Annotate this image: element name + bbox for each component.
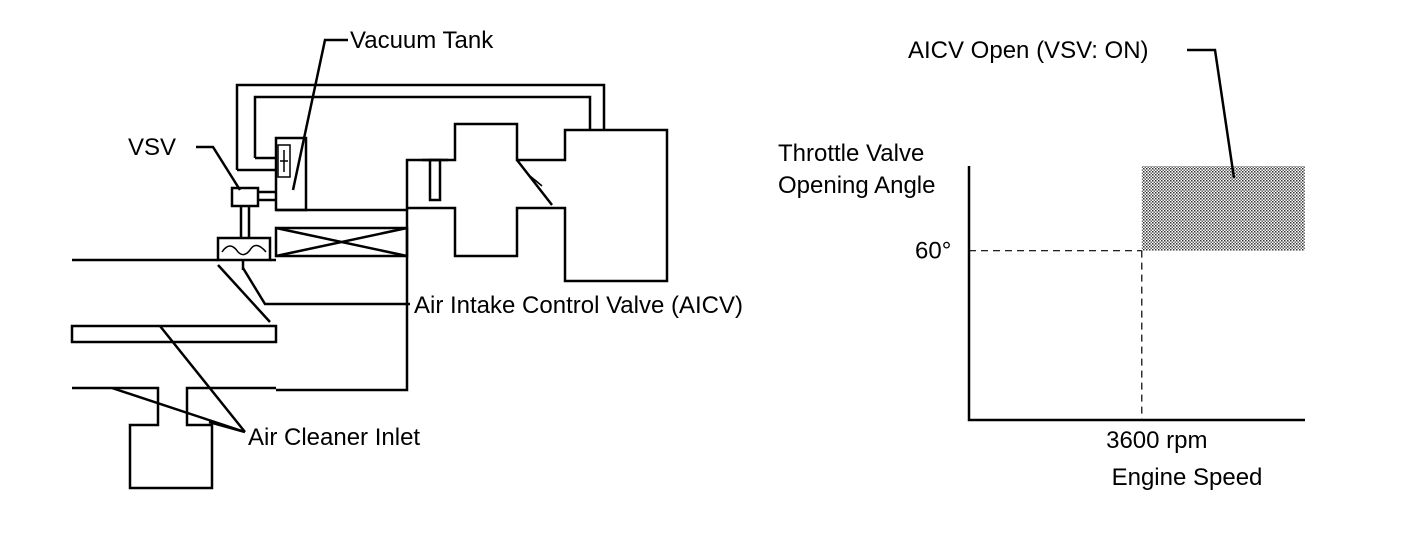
x-axis-label: Engine Speed: [1112, 464, 1263, 491]
vsv-leader: [196, 145, 242, 191]
vsv-label: VSV: [128, 134, 176, 161]
vsv-actuator-pipe: [239, 206, 251, 238]
y-axis-label-line1: Throttle Valve: [778, 140, 924, 167]
vacuum-hose-outer: [235, 83, 606, 170]
leader-lines: [111, 38, 410, 434]
duct-divider: [70, 324, 278, 344]
x-tick-label: 3600 rpm: [1106, 427, 1207, 454]
vsv-tank-pipe: [258, 190, 276, 202]
y-tick-label: 60°: [915, 238, 951, 265]
vacuum-hose-lower: [237, 156, 276, 172]
region-label: AICV Open (VSV: ON): [908, 37, 1149, 64]
throttle-valve-arrow: [529, 175, 543, 187]
throttle-valve-plate: [516, 159, 553, 206]
aicv-open-region: [1141, 166, 1305, 251]
air-cleaner-inlet-label: Air Cleaner Inlet: [248, 424, 420, 451]
region-label-leader: [1187, 48, 1236, 179]
throttle-body: [405, 122, 669, 283]
duct-right-wall: [276, 256, 409, 392]
vacuum-tank-leader: [291, 38, 348, 191]
vacuum-hose-inner: [253, 95, 592, 158]
aicv-label: Air Intake Control Valve (AICV): [414, 292, 743, 319]
check-valve-mark: [280, 150, 288, 172]
aicv-operating-chart: AICV Open (VSV: ON) Throttle Valve Openi…: [778, 37, 1305, 491]
air-cleaner-inlet-box: [72, 386, 276, 490]
aicv-flap: [217, 264, 271, 323]
vacuum-tank-label: Vacuum Tank: [350, 27, 494, 54]
intake-chamber-cross: [275, 226, 408, 258]
throttle-sensor-stem: [428, 158, 442, 202]
vacuum-tank-check-valve: [277, 144, 291, 178]
diaphragm-spring: [221, 244, 267, 256]
y-axis-label-line2: Opening Angle: [778, 172, 935, 199]
vsv-body: [230, 186, 260, 208]
air-cleaner-inlet-leader: [111, 325, 246, 434]
aicv-leader: [241, 267, 410, 306]
